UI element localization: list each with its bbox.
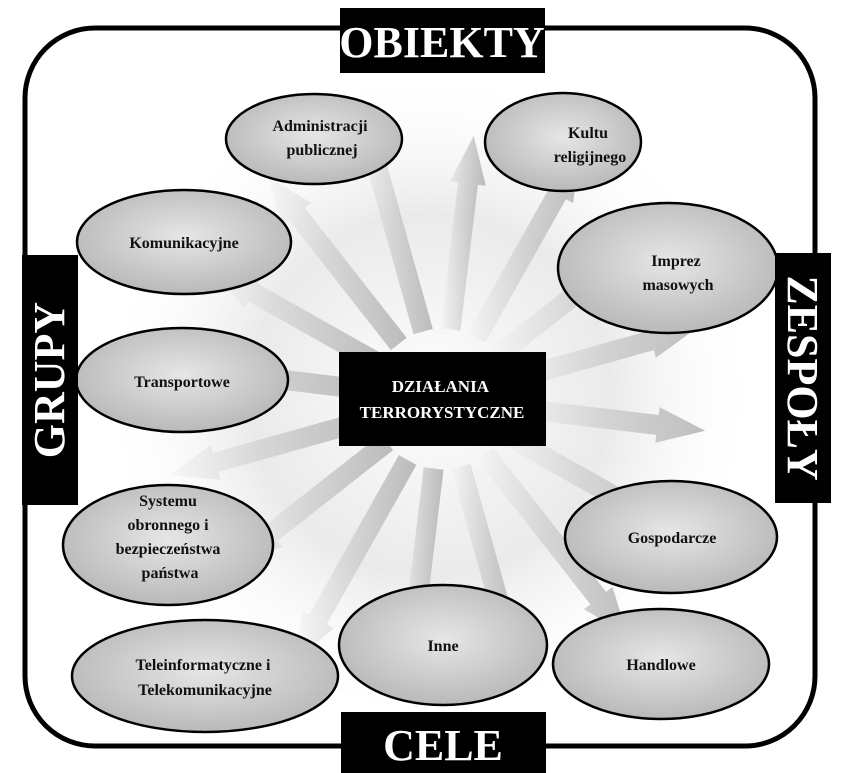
ellipse-label-line: Inne xyxy=(427,638,458,655)
ellipse-imprez: Imprez masowych xyxy=(556,201,780,335)
label-bottom: CELE xyxy=(341,712,546,773)
burst-arrow xyxy=(477,447,628,636)
ellipse-label-line: publicznej xyxy=(286,142,357,159)
ellipse-label-line: Teleinformatyczne i xyxy=(136,657,271,674)
label-top: OBIEKTY xyxy=(339,8,545,73)
ellipse-gospodarcze: Gospodarcze xyxy=(563,479,779,595)
center-title-line1: DZIAŁANIA xyxy=(392,377,490,396)
ellipse-label-line: Handlowe xyxy=(626,657,695,674)
ellipse-label-line: Gospodarcze xyxy=(628,530,717,547)
svg-text:Teleinformatyczne i Tele: Teleinformatyczne i Telekomunikacyjne xyxy=(136,657,275,699)
ellipse-teleinformatyczne: Teleinformatyczne i Telekomunikacyjne xyxy=(70,618,340,734)
ellipse-label-line: Komunikacyjne xyxy=(129,235,238,252)
svg-text:Administracji publicznej: Administracji publicznej xyxy=(272,118,371,159)
ellipse-administracji: Administracji publicznej xyxy=(224,92,404,186)
ellipse-kultu: Kultu religijnego xyxy=(483,91,643,193)
ellipse-label-line: Imprez xyxy=(651,253,700,270)
burst-arrow xyxy=(294,455,417,662)
burst-arrow xyxy=(211,269,386,374)
ellipse-label-line: obronnego i xyxy=(127,517,209,534)
svg-text:Komunikacyjne: Komunikacyjne xyxy=(129,235,238,252)
svg-text:Handlowe: Handlowe xyxy=(626,657,695,674)
burst-arrow xyxy=(267,176,407,351)
label-left: GRUPY xyxy=(22,255,78,505)
ellipse-label-line: Telekomunikacyjne xyxy=(138,682,272,699)
ellipse-label-line: państwa xyxy=(142,565,199,582)
burst-arrow xyxy=(510,397,706,443)
svg-text:DZIAŁANIA TERRORYSTYCZNE: DZIAŁANIA TERRORYSTYCZNE xyxy=(360,377,525,422)
ellipse-transportowe: Transportowe xyxy=(74,326,290,434)
ellipse-komunikacyjne: Komunikacyjne xyxy=(75,188,293,296)
ellipse-label-line: religijnego xyxy=(554,149,627,166)
label-right-text: ZESPOŁY xyxy=(778,275,827,480)
label-bottom-text: CELE xyxy=(383,721,503,770)
burst-arrow xyxy=(506,323,698,390)
ellipse-label-line: Kultu xyxy=(568,125,608,142)
label-left-text: GRUPY xyxy=(25,302,74,458)
center-title-line2: TERRORYSTYCZNE xyxy=(360,403,525,422)
ellipse-label-line: Administracji xyxy=(272,118,368,135)
burst-arrow xyxy=(440,135,486,331)
ellipse-label-line: masowych xyxy=(642,277,713,294)
svg-text:Transportowe: Transportowe xyxy=(134,374,230,391)
svg-text:Inne: Inne xyxy=(427,638,458,655)
label-top-text: OBIEKTY xyxy=(339,18,544,67)
svg-text:Systemu obronnego i: Systemu obronnego i bezpieczeństwa państ… xyxy=(116,493,225,582)
ellipse-handlowe: Handlowe xyxy=(551,607,771,721)
ellipse-inne: Inne xyxy=(337,583,549,707)
svg-text:Gospodarcze: Gospodarcze xyxy=(628,530,717,547)
ellipse-label-line: Systemu xyxy=(139,493,197,510)
burst-arrow xyxy=(467,152,581,343)
center-box: DZIAŁANIA TERRORYSTYCZNE xyxy=(339,352,546,446)
ellipse-label-line: Transportowe xyxy=(134,374,230,391)
ellipse-label-line: bezpieczeństwa xyxy=(116,541,221,558)
label-right: ZESPOŁY xyxy=(775,253,831,503)
svg-text:Imprez masowych: Imprez masowych xyxy=(642,253,713,294)
burst-arrow xyxy=(169,408,378,480)
burst-arrow xyxy=(233,434,394,563)
ellipse-systemu: Systemu obronnego i bezpieczeństwa państ… xyxy=(61,483,275,607)
svg-text:Kultu religijnego: Kultu religijnego xyxy=(554,125,627,166)
